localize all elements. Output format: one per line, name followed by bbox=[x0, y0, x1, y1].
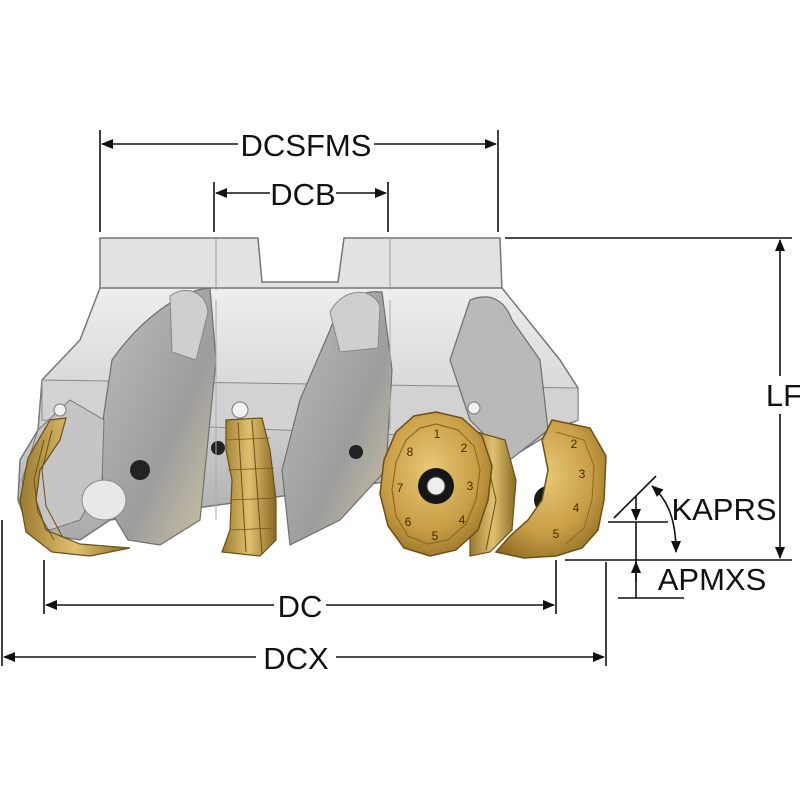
insert-marking: 1 bbox=[434, 427, 441, 441]
insert-marking: 4 bbox=[573, 501, 580, 515]
kaprs-label: KAPRS bbox=[671, 492, 776, 527]
hub bbox=[99, 237, 503, 291]
insert-marking: 3 bbox=[579, 467, 586, 481]
hole bbox=[211, 441, 225, 455]
insert-marking: 2 bbox=[461, 441, 468, 455]
cutter-body bbox=[17, 237, 579, 546]
insert-marking: 5 bbox=[553, 527, 560, 541]
insert-marking: 5 bbox=[432, 529, 439, 543]
insert-marking: 8 bbox=[407, 445, 414, 459]
apmxs-label: APMXS bbox=[658, 562, 767, 597]
insert-marking: 3 bbox=[467, 479, 474, 493]
dcsfms-label: DCSFMS bbox=[241, 128, 372, 163]
hole bbox=[349, 445, 363, 459]
dc-label: DC bbox=[278, 589, 323, 624]
insert-marking: 6 bbox=[405, 515, 412, 529]
insert-right: 2 3 4 5 bbox=[494, 419, 607, 559]
insert-front: 1 2 3 4 5 6 7 8 bbox=[379, 411, 517, 557]
dimension-annotations bbox=[1, 130, 792, 666]
insert-marking: 2 bbox=[571, 437, 578, 451]
inserts: 1 2 3 4 5 6 7 8 2 3 4 5 bbox=[19, 411, 607, 559]
hole bbox=[130, 460, 150, 480]
lf-label: LF bbox=[766, 378, 800, 413]
insert-marking: 7 bbox=[397, 481, 404, 495]
dcb-label: DCB bbox=[270, 177, 335, 212]
insert-marking: 4 bbox=[459, 513, 466, 527]
dcx-label: DCX bbox=[263, 641, 329, 676]
insert-far-left bbox=[19, 417, 131, 557]
